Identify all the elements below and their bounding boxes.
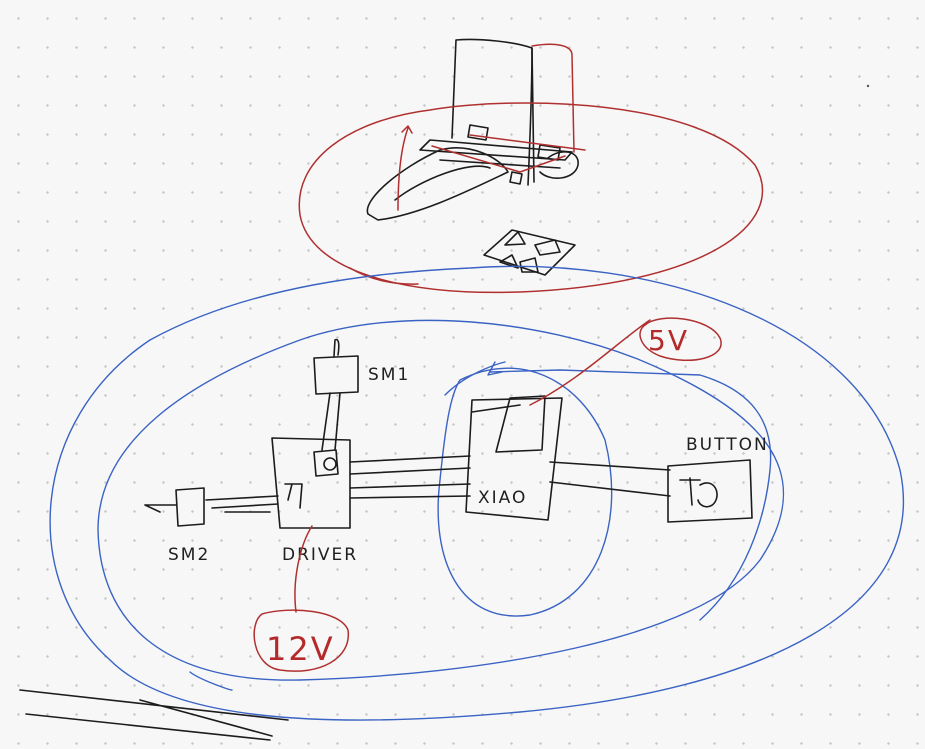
xiao-button-wires <box>549 461 671 497</box>
5v-label: 5V <box>648 324 689 357</box>
device-ellipse <box>298 102 764 294</box>
driver-board[interactable]: DRIVER <box>271 437 358 565</box>
stray-dot <box>866 84 870 88</box>
xiao-board[interactable]: XIAO <box>465 395 563 521</box>
blue-loops <box>49 265 905 721</box>
sm1-label: SM1 <box>368 365 410 385</box>
sm1-driver-wire <box>321 392 341 451</box>
sm2-label: SM2 <box>168 545 210 565</box>
driver-xiao-wires <box>349 455 471 499</box>
12v-label: 12V <box>266 630 335 668</box>
button-label: BUTTON <box>686 435 769 455</box>
sm2-driver-wire <box>205 495 279 513</box>
stray-strokes <box>19 689 289 741</box>
button-component[interactable]: BUTTON <box>667 435 769 523</box>
sm2-motor[interactable]: SM2 <box>144 487 210 565</box>
xiao-label: XIAO <box>478 488 527 508</box>
sm1-motor[interactable]: SM1 <box>313 338 410 395</box>
driver-label: DRIVER <box>282 545 358 565</box>
5v-supply[interactable]: 5V <box>529 317 722 406</box>
12v-supply[interactable]: 12V <box>253 525 349 672</box>
device-sketch <box>366 38 586 276</box>
